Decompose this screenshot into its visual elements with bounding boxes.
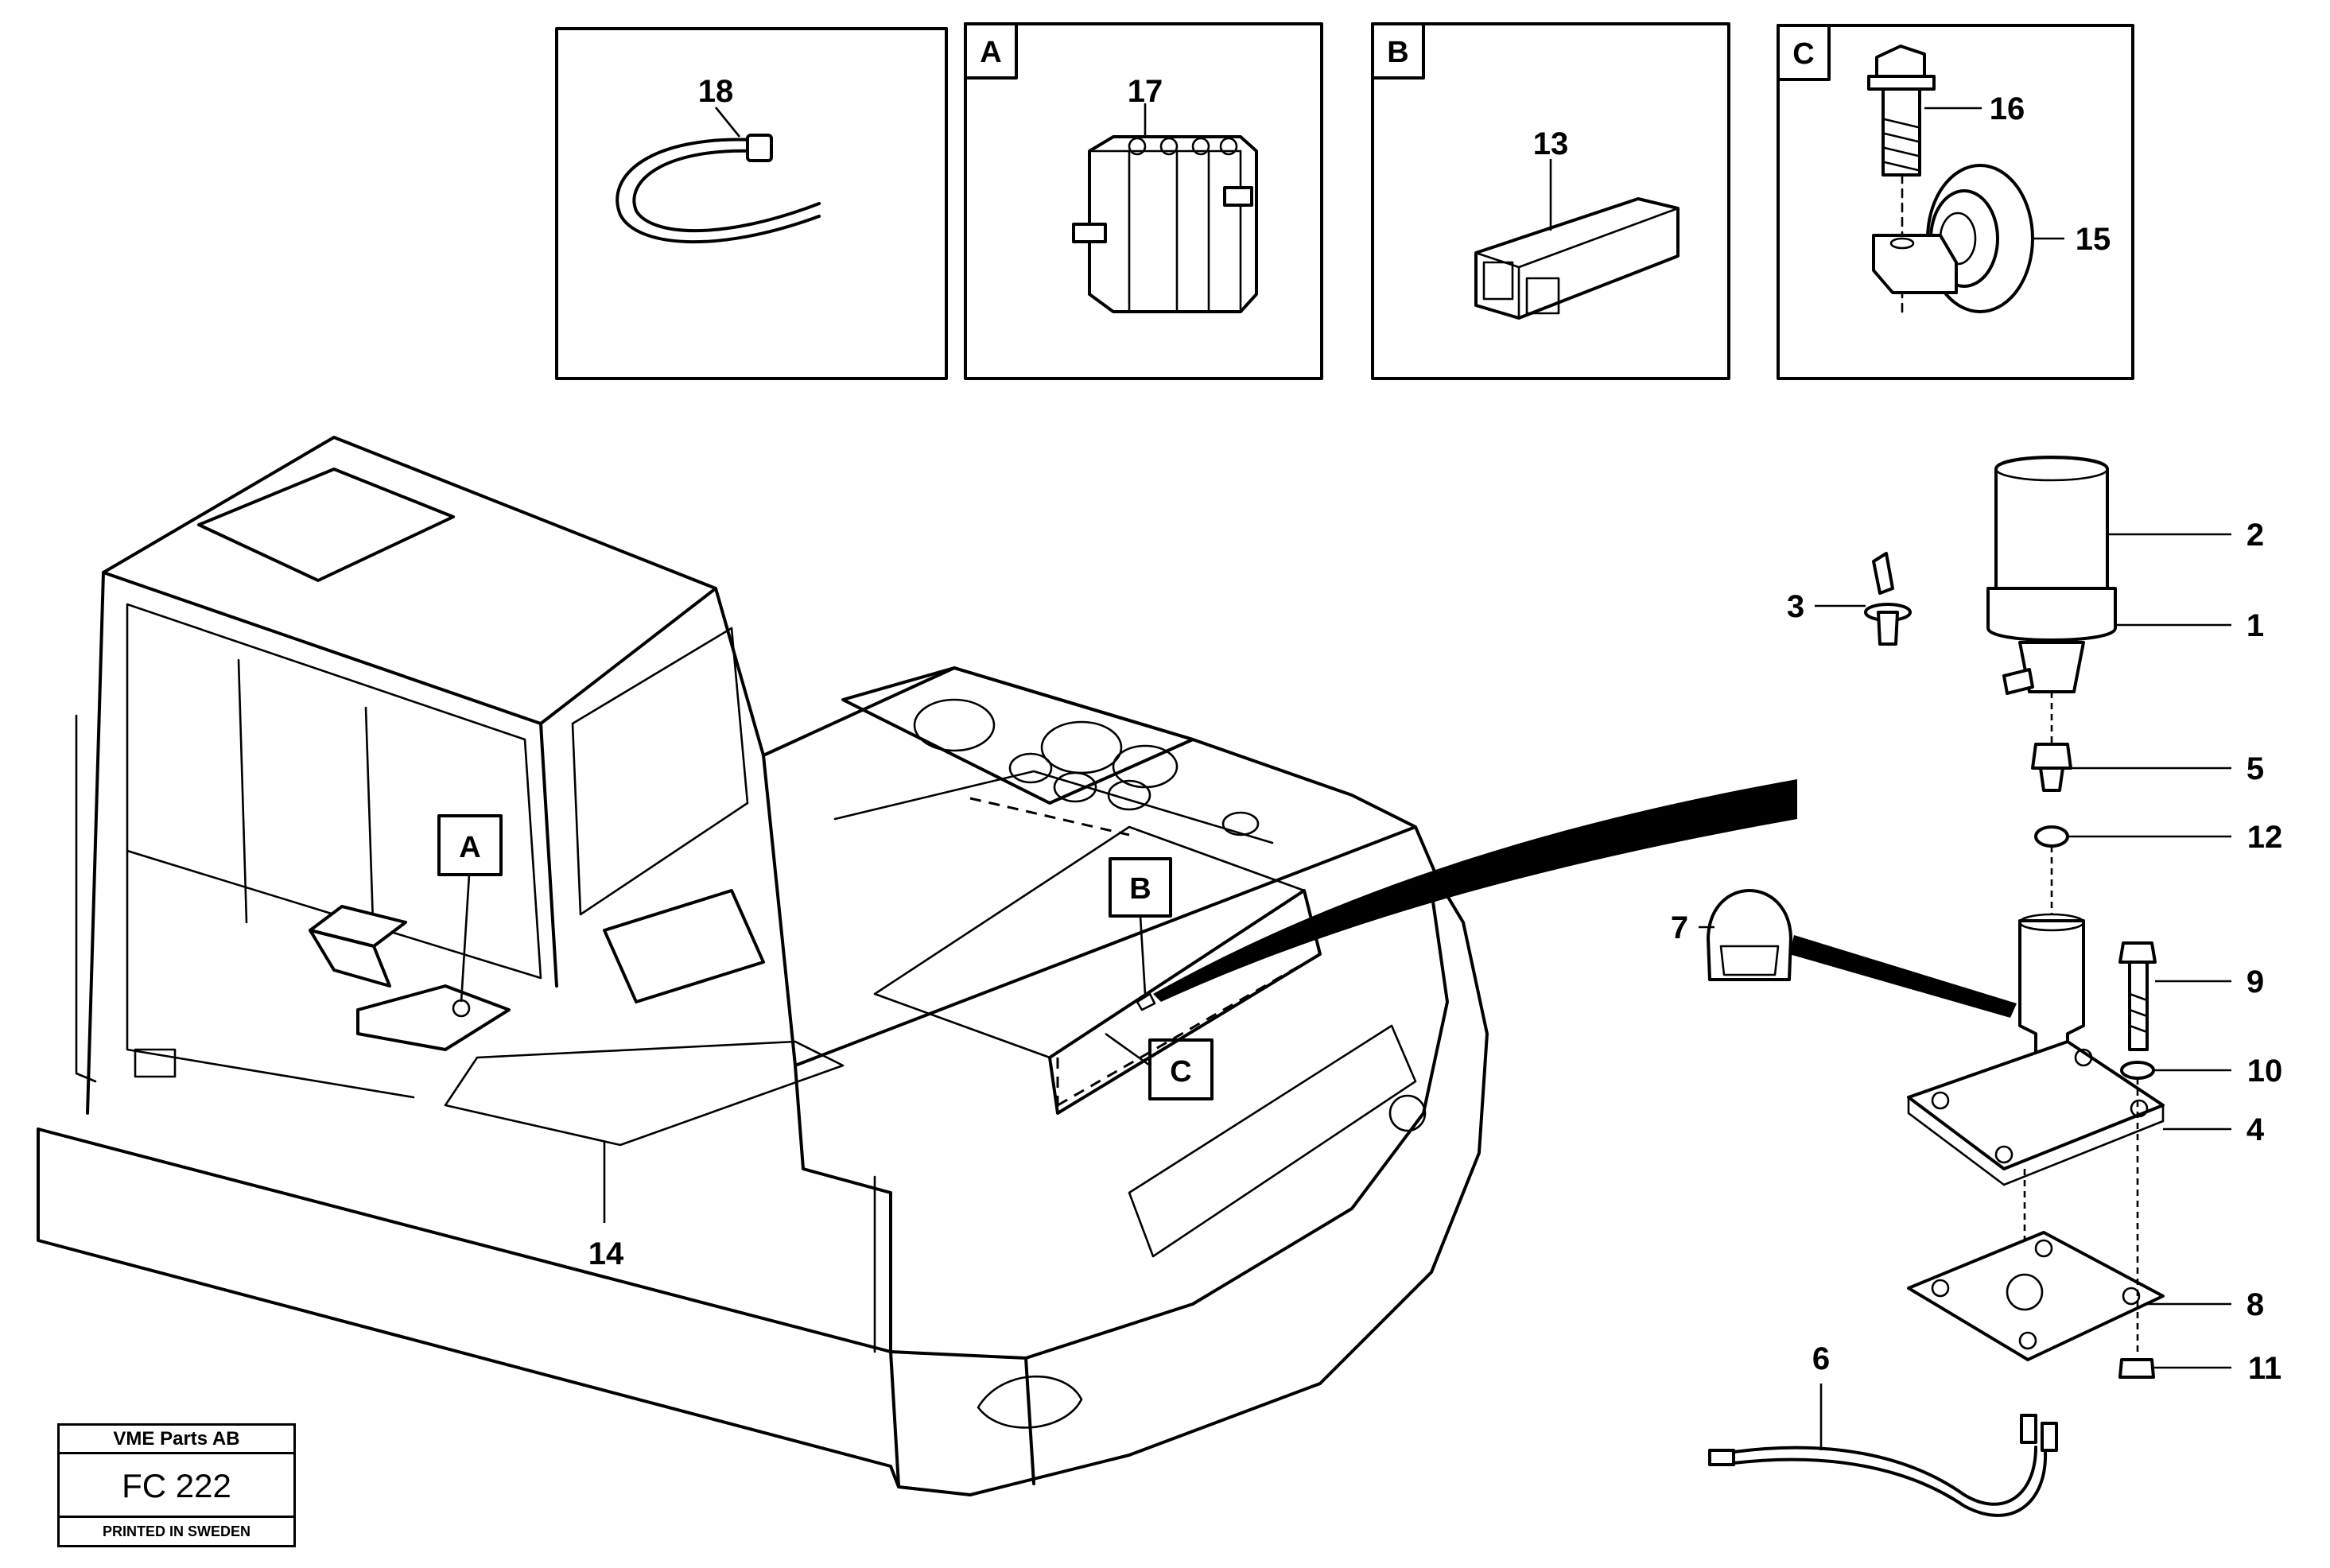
part-12-label: 12 bbox=[2247, 820, 2283, 855]
part-9-label: 9 bbox=[2247, 964, 2264, 999]
detail-frame-a: A 17 bbox=[964, 22, 1323, 380]
part-17-label: 17 bbox=[1128, 74, 1163, 109]
callout-a-box bbox=[437, 814, 503, 876]
callout-c-label: C bbox=[1170, 1055, 1191, 1089]
part-11-label: 11 bbox=[2248, 1351, 2281, 1386]
frame-c-tag: C bbox=[1792, 37, 1814, 71]
part-3-label: 3 bbox=[1787, 589, 1804, 624]
callout-c-box bbox=[1148, 1038, 1214, 1100]
part-6-label: 6 bbox=[1812, 1341, 1830, 1376]
part-18-label: 18 bbox=[698, 74, 734, 109]
detail-frame-b: B 13 bbox=[1371, 22, 1730, 380]
part-7-label: 7 bbox=[1671, 910, 1688, 945]
part-4-label: 4 bbox=[2247, 1112, 2265, 1147]
part-16-label: 16 bbox=[1990, 91, 2025, 126]
detail-frame-18: 18 bbox=[555, 27, 948, 380]
frame-a-tag: A bbox=[980, 36, 1001, 69]
part-13-label: 13 bbox=[1533, 126, 1569, 161]
frame-b-tag-box bbox=[1371, 22, 1425, 80]
beacon-exploded-view: 2 1 3 5 12 7 9 10 4 8 11 6 bbox=[1671, 456, 2283, 1517]
excavator-upper-body: A B C 14 bbox=[37, 436, 1797, 1496]
title-stamp: VME Parts AB FC 222 PRINTED IN SWEDEN bbox=[57, 1423, 296, 1547]
stamp-company: VME Parts AB bbox=[60, 1426, 293, 1454]
part-8-label: 8 bbox=[2247, 1287, 2264, 1322]
part-15-label: 15 bbox=[2076, 222, 2111, 257]
frame-a-tag-box bbox=[964, 22, 1018, 80]
callout-b-label: B bbox=[1129, 872, 1151, 906]
stamp-code: FC 222 bbox=[60, 1454, 293, 1518]
detail-frame-c: C 16 15 bbox=[1777, 24, 2134, 380]
part-14-label: 14 bbox=[588, 1236, 624, 1271]
stamp-printed: PRINTED IN SWEDEN bbox=[102, 1523, 250, 1539]
part-2-label: 2 bbox=[2247, 518, 2264, 553]
part-5-label: 5 bbox=[2247, 751, 2264, 786]
callout-a-label: A bbox=[459, 831, 480, 864]
frame-b-tag: B bbox=[1387, 36, 1408, 69]
part-10-label: 10 bbox=[2247, 1054, 2283, 1089]
part-1-label: 1 bbox=[2247, 608, 2264, 643]
frame-c-tag-box bbox=[1777, 24, 1831, 81]
